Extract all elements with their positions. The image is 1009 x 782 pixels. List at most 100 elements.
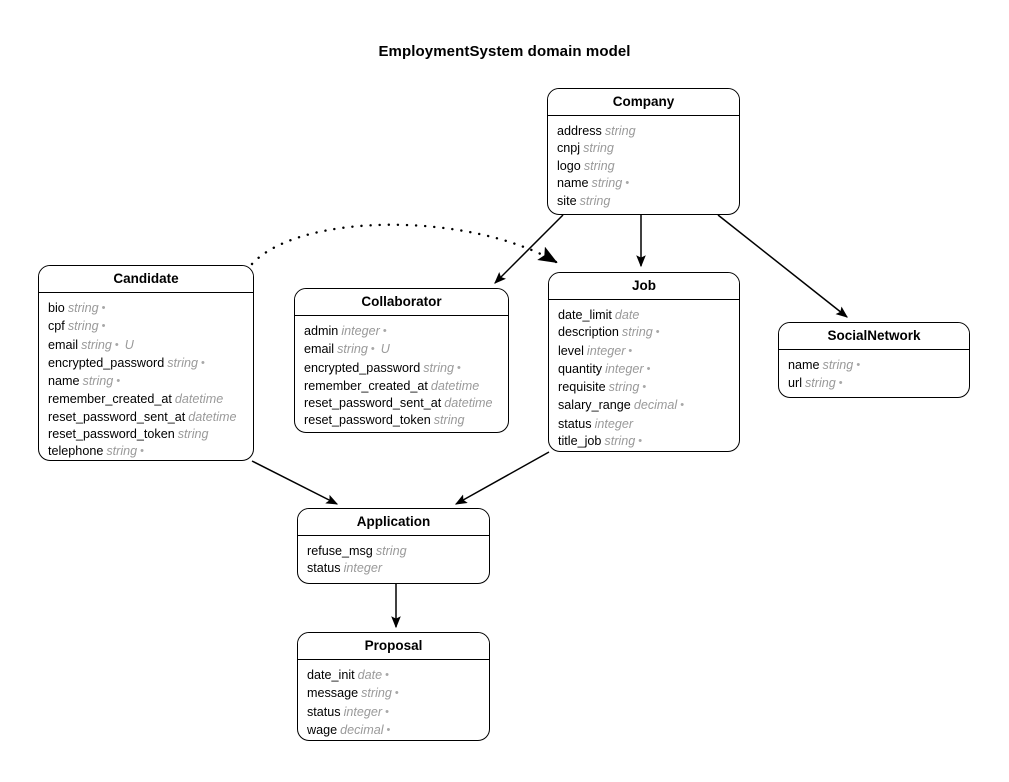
attribute-type: string [805, 376, 836, 391]
attribute-type: integer [605, 361, 644, 376]
attribute-type: string [583, 141, 614, 156]
attribute-type: string [608, 380, 640, 395]
required-marker-icon: • [140, 445, 144, 458]
attribute-type: datetime [444, 396, 493, 411]
required-marker-icon: • [385, 705, 389, 718]
attribute-type: string [822, 358, 854, 372]
attribute-name: level [558, 343, 584, 358]
attribute-name: bio [48, 301, 65, 315]
required-marker-icon: • [386, 723, 391, 736]
attribute-type: string [167, 355, 199, 370]
attribute-name: admin [304, 324, 339, 338]
attribute-type: decimal [633, 398, 678, 413]
attribute-name: email [48, 337, 79, 352]
page-title: EmploymentSystem domain model [378, 43, 631, 60]
attribute-name: wage [307, 722, 338, 737]
unique-marker: U [124, 337, 134, 352]
required-marker-icon: • [655, 326, 660, 339]
attribute-type: string [591, 175, 623, 190]
required-marker-icon: • [856, 359, 861, 371]
attribute-name: status [307, 561, 341, 576]
attribute-name: quantity [558, 361, 603, 376]
attribute-type: string [604, 434, 636, 449]
attribute-name: salary_range [558, 398, 631, 413]
attribute-type: string [621, 325, 653, 340]
unique-marker: U [380, 342, 390, 357]
attribute-name: message [307, 686, 359, 701]
attribute-name: encrypted_password [48, 355, 165, 370]
attribute-name: description [558, 325, 619, 340]
attribute-name: site [557, 194, 577, 209]
attribute-type: integer [586, 343, 626, 358]
required-marker-icon: • [382, 325, 387, 337]
attribute-type: string [106, 444, 138, 459]
attribute-name: requisite [558, 380, 606, 395]
required-marker-icon: • [625, 176, 630, 189]
required-marker-icon: • [680, 399, 685, 412]
attribute-type: date [357, 668, 383, 682]
attribute-name: reset_password_token [304, 413, 431, 428]
attribute-name: url [788, 376, 802, 391]
attribute-type: string [423, 360, 455, 375]
attribute-name: remember_created_at [304, 378, 428, 393]
required-marker-icon: • [370, 343, 375, 356]
attribute-name: reset_password_token [48, 427, 175, 442]
attribute-type: integer [341, 324, 380, 338]
attribute-type: string [361, 686, 392, 701]
attribute-name: encrypted_password [304, 360, 421, 375]
attribute-name: status [558, 416, 592, 431]
attribute-name: logo [557, 158, 581, 173]
attribute-type: integer [594, 416, 634, 431]
attribute-name: date_limit [558, 308, 612, 322]
attribute-name: reset_password_sent_at [48, 409, 186, 424]
required-marker-icon: • [101, 302, 106, 314]
attribute-type: string [67, 319, 99, 334]
attribute-name: cpf [48, 319, 65, 334]
required-marker-icon: • [638, 435, 643, 448]
attribute-name: date_init [307, 668, 355, 682]
attribute-name: reset_password_sent_at [304, 396, 442, 411]
required-marker-icon: • [114, 338, 119, 351]
entity-title-job: Job [549, 273, 739, 300]
relation-candidate-job [250, 223, 558, 266]
required-marker-icon: • [838, 377, 843, 390]
entity-title-socialnetwork: SocialNetwork [779, 323, 969, 350]
attribute-name: status [307, 704, 341, 719]
entity-title-application: Application [298, 509, 489, 536]
attribute-name: name [788, 358, 820, 372]
